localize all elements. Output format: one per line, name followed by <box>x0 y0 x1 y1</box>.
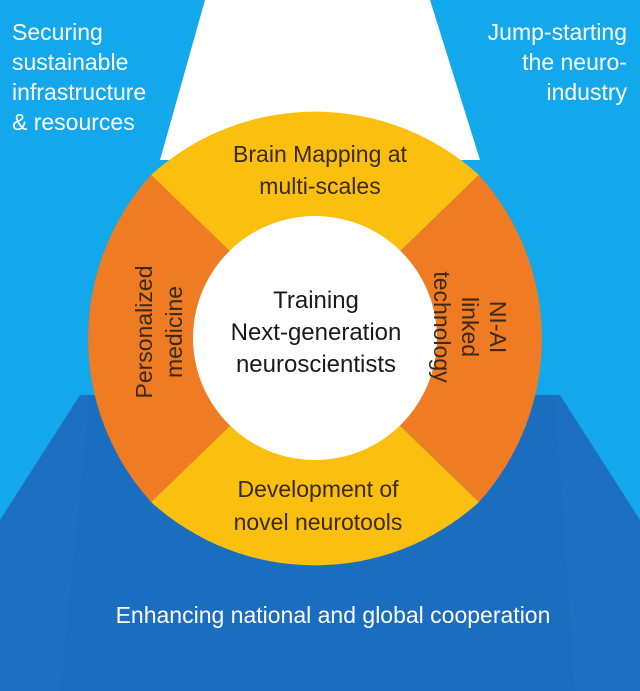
corner-top-left-line-1: Securing <box>12 19 103 45</box>
segment-bottom-label-line-2: novel neurotools <box>234 509 403 535</box>
corner-top-left-line-4: & resources <box>12 109 135 135</box>
corner-top-left-line-2: sustainable <box>12 49 128 75</box>
segment-top-label-line-2: multi-scales <box>259 173 380 199</box>
spotlight-beam-white <box>160 0 480 160</box>
center-label-line-1: Training <box>273 287 359 314</box>
segment-right-ni-ai <box>396 174 542 503</box>
segment-top-label-line-1: Brain Mapping at <box>233 141 407 167</box>
segment-left-label-line-1: Personalized <box>131 266 157 399</box>
bottom-banner-text: Enhancing national and global cooperatio… <box>116 602 551 628</box>
corner-top-right-line-3: industry <box>546 79 627 105</box>
segment-right-label-line-3: technology <box>429 271 455 383</box>
segment-left-label-line-2: medicine <box>161 286 187 378</box>
corner-top-right-line-2: the neuro- <box>522 49 627 75</box>
segment-top-brain-mapping <box>151 111 479 255</box>
segment-left-personalized <box>88 174 234 503</box>
segment-right-label-line-1: NI-AI <box>485 301 511 353</box>
center-circle <box>193 216 437 460</box>
segment-right-label-line-2: linked <box>457 297 483 357</box>
segment-bottom-label-line-1: Development of <box>237 476 399 502</box>
center-label-line-2: Next-generation <box>231 319 402 346</box>
corner-top-left-line-3: infrastructure <box>12 79 146 105</box>
center-label-line-3: neuroscientists <box>236 351 396 378</box>
segment-bottom-neurotools <box>151 422 479 566</box>
corner-top-right-line-1: Jump-starting <box>488 19 627 45</box>
